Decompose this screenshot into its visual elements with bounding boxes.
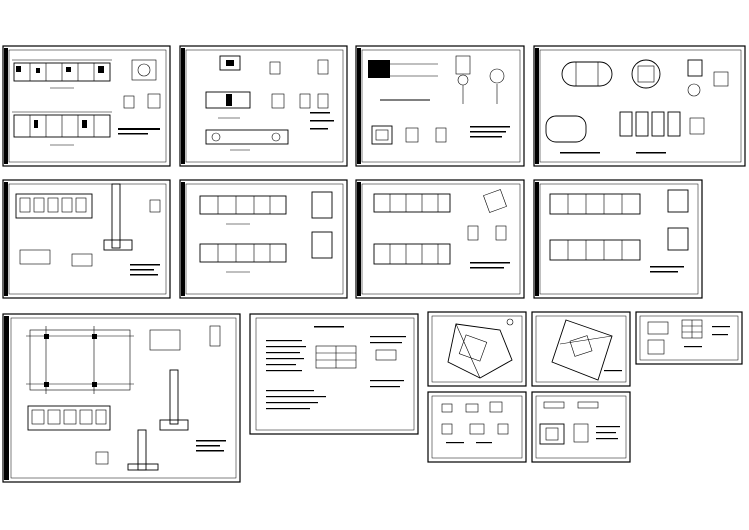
sheet-3[interactable] <box>355 45 525 167</box>
sheet-7[interactable] <box>355 179 525 299</box>
sheet-4[interactable] <box>533 45 746 167</box>
sheet-15[interactable] <box>531 391 631 463</box>
sheet-1[interactable] <box>2 45 171 167</box>
sheet-2[interactable] <box>179 45 348 167</box>
sheet-5[interactable] <box>2 179 171 299</box>
sheet-6[interactable] <box>179 179 348 299</box>
sheet-14[interactable] <box>427 391 527 463</box>
sheet-9[interactable] <box>2 313 241 483</box>
sheet-13[interactable] <box>635 311 743 365</box>
sheet-8[interactable] <box>533 179 703 299</box>
sheet-12[interactable] <box>531 311 631 387</box>
sheet-10[interactable] <box>249 313 419 435</box>
sheet-11[interactable] <box>427 311 527 387</box>
